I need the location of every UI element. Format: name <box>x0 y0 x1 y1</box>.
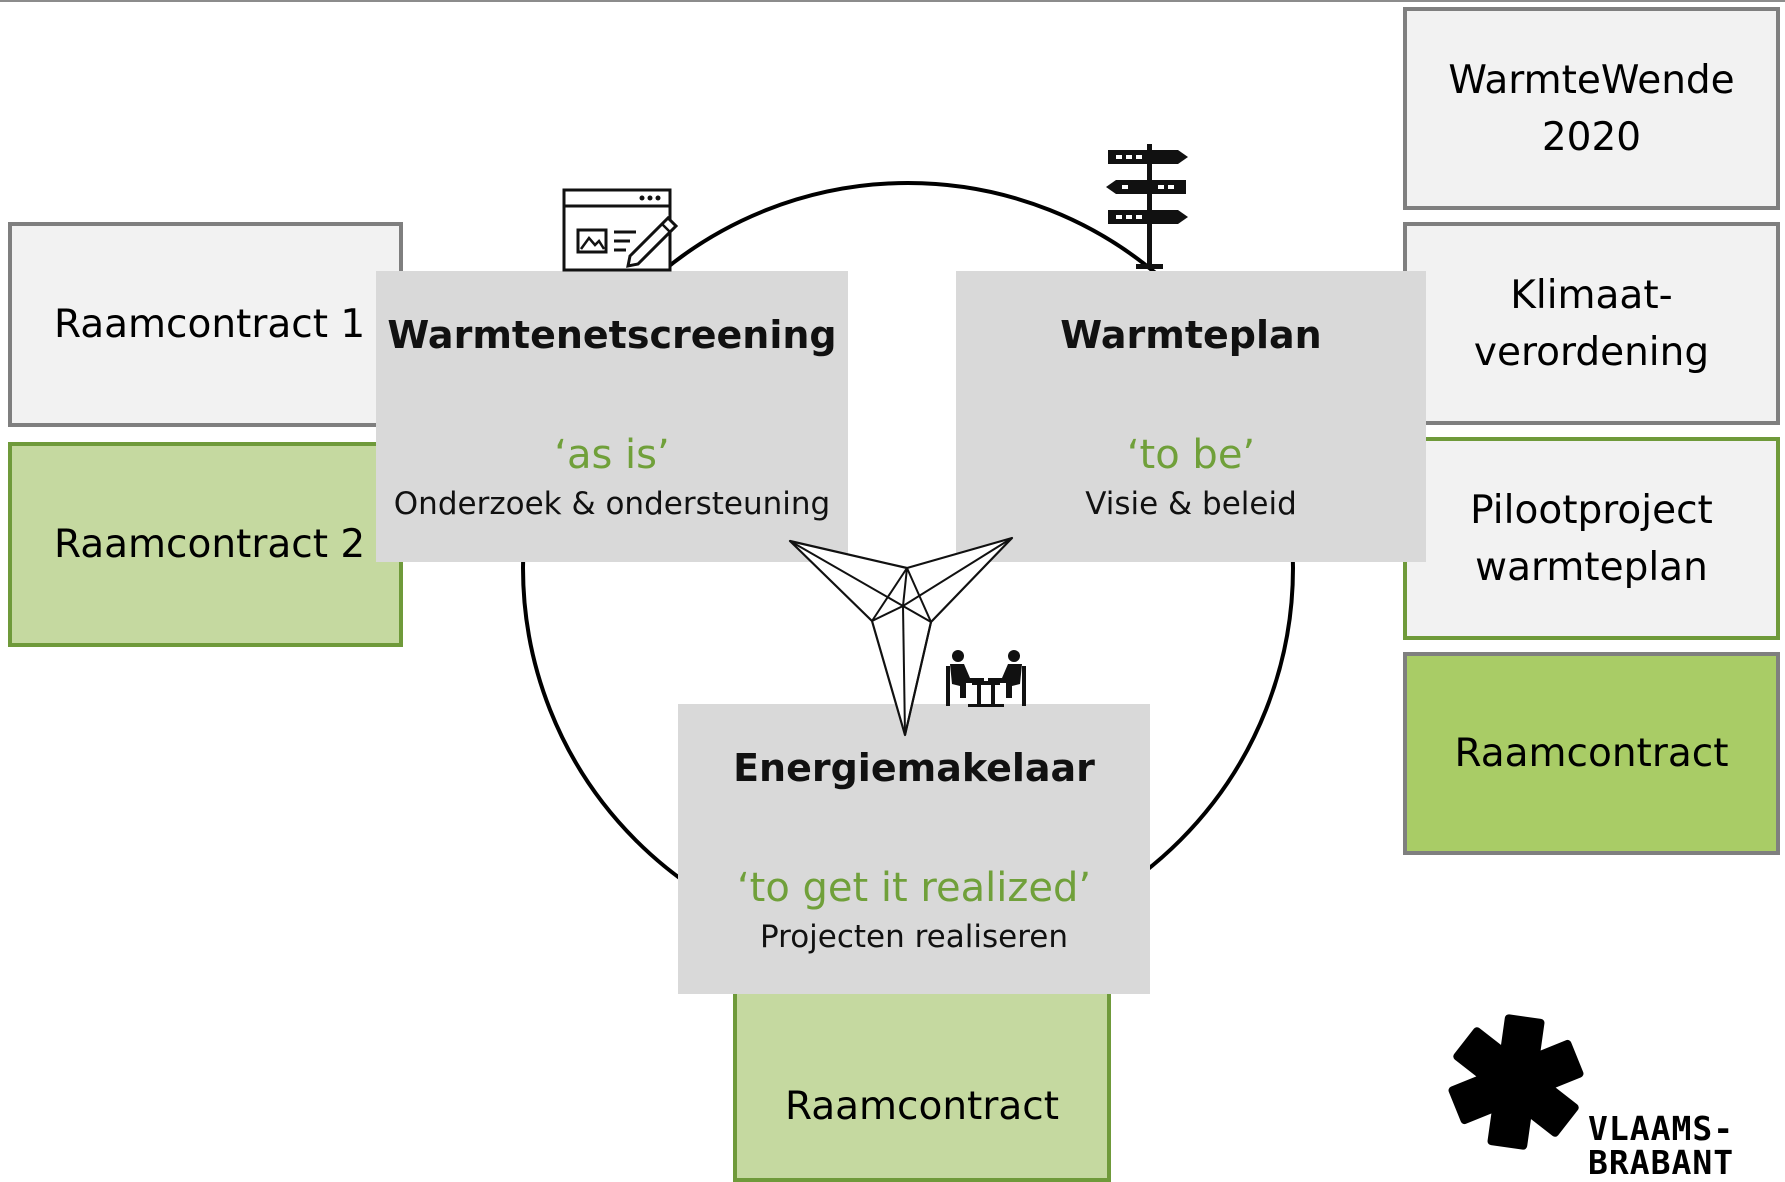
warmteplan-subtitle: Visie & beleid <box>1085 486 1297 522</box>
warmtenetscreening-panel: Warmtenetscreening ‘as is’ Onderzoek & o… <box>376 271 848 562</box>
raamcontract-bottom-label: Raamcontract <box>784 1083 1059 1129</box>
warmteplan-panel: Warmteplan ‘to be’ Visie & beleid <box>956 271 1426 562</box>
warmtenetscreening-title: Warmtenetscreening <box>387 313 837 357</box>
warmtewende-box: WarmteWende 2020 <box>1403 7 1780 210</box>
raamcontract-1-label: Raamcontract 1 <box>54 302 366 347</box>
top-divider <box>0 0 1785 2</box>
warmtewende-label: WarmteWende 2020 <box>1448 57 1735 160</box>
logo-text: VLAAMS- BRABANT <box>1588 1112 1734 1180</box>
warmteplan-tag: ‘to be’ <box>1126 432 1256 478</box>
energiemakelaar-subtitle: Projecten realiseren <box>759 919 1068 955</box>
warmtenetscreening-tag: ‘as is’ <box>554 432 670 478</box>
raamcontract-2-label: Raamcontract 2 <box>54 522 366 567</box>
energiemakelaar-panel: Energiemakelaar ‘to get it realized’ Pro… <box>678 704 1150 994</box>
website-edit-icon <box>562 188 679 272</box>
meeting-icon <box>946 650 1026 707</box>
logo-line-2: BRABANT <box>1588 1143 1735 1182</box>
asterisk-logo-icon <box>1448 1014 1584 1150</box>
warmteplan-title: Warmteplan <box>1060 313 1322 357</box>
raamcontract-bottom-box: Raamcontract <box>733 960 1111 1182</box>
pilootproject-box: Pilootproject warmteplan <box>1403 437 1780 640</box>
pilootproject-label: Pilootproject warmteplan <box>1470 487 1713 590</box>
logo-line-1: VLAAMS- <box>1588 1109 1735 1148</box>
energiemakelaar-title: Energiemakelaar <box>733 746 1095 790</box>
klimaatverordening-box: Klimaat- verordening <box>1403 222 1780 425</box>
warmtenetscreening-subtitle: Onderzoek & ondersteuning <box>393 486 831 522</box>
raamcontract-right-label: Raamcontract <box>1454 731 1729 776</box>
raamcontract-2-box: Raamcontract 2 <box>8 442 403 647</box>
signpost-icon <box>1106 144 1188 269</box>
klimaatverordening-label: Klimaat- verordening <box>1473 272 1710 375</box>
raamcontract-right-box: Raamcontract <box>1403 652 1780 855</box>
energiemakelaar-tag: ‘to get it realized’ <box>736 865 1092 911</box>
